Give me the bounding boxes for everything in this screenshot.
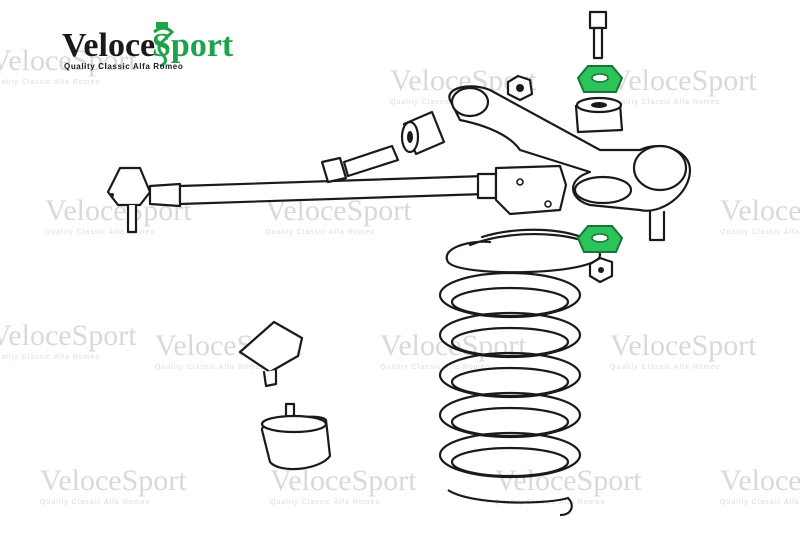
brand-logo: Veloce Sport Quality Classic Alfa Romeo <box>62 22 234 71</box>
upper-bush-washer <box>576 65 624 93</box>
lower-nut <box>588 256 614 284</box>
svg-text:VeloceSport: VeloceSport <box>0 319 137 352</box>
svg-text:Quality Classic Alfa Romeo: Quality Classic Alfa Romeo <box>265 229 375 236</box>
svg-text:VeloceSport: VeloceSport <box>495 464 642 497</box>
svg-text:Quality Classic Alfa Romeo: Quality Classic Alfa Romeo <box>64 62 183 71</box>
svg-text:Quality Classic Alfa Romeo: Quality Classic Alfa Romeo <box>720 499 800 506</box>
svg-text:Quality Classic Alfa Romeo: Quality Classic Alfa Romeo <box>720 229 800 236</box>
svg-text:Quality Classic Alfa Romeo: Quality Classic Alfa Romeo <box>380 364 490 371</box>
arm-bushing <box>400 110 446 156</box>
svg-text:Quality Classic Alfa Romeo: Quality Classic Alfa Romeo <box>610 364 720 371</box>
svg-text:Quality Classic Alfa Romeo: Quality Classic Alfa Romeo <box>45 229 155 236</box>
svg-text:Quality Classic Alfa Romeo: Quality Classic Alfa Romeo <box>0 354 100 361</box>
upper-arm <box>448 85 692 242</box>
svg-text:Veloce: Veloce <box>62 27 155 64</box>
svg-text:Quality Classic Alfa Romeo: Quality Classic Alfa Romeo <box>155 364 265 371</box>
svg-text:VeloceSport: VeloceSport <box>720 464 800 497</box>
svg-text:Quality Classic Alfa Romeo: Quality Classic Alfa Romeo <box>495 499 605 506</box>
svg-text:VeloceSport: VeloceSport <box>610 64 757 97</box>
svg-text:Quality Classic Alfa Romeo: Quality Classic Alfa Romeo <box>610 99 720 106</box>
svg-text:Quality Classic Alfa Romeo: Quality Classic Alfa Romeo <box>270 499 380 506</box>
svg-text:Quality Classic Alfa Romeo: Quality Classic Alfa Romeo <box>0 79 100 86</box>
svg-text:VeloceSport: VeloceSport <box>40 464 187 497</box>
tie-rod <box>106 164 568 234</box>
upper-spacer <box>574 96 624 134</box>
svg-text:VeloceSport: VeloceSport <box>720 194 800 227</box>
svg-text:VeloceSport: VeloceSport <box>0 44 137 77</box>
arm-bolt <box>320 144 400 184</box>
coil-spring <box>438 228 602 517</box>
top-bolt <box>588 10 608 60</box>
serpent-emblem-icon <box>153 22 175 68</box>
svg-text:Quality Classic Alfa Romeo: Quality Classic Alfa Romeo <box>390 99 500 106</box>
bump-stop-bracket <box>238 320 304 388</box>
svg-text:Quality Classic Alfa Romeo: Quality Classic Alfa Romeo <box>40 499 150 506</box>
lower-bush-washer <box>576 225 624 253</box>
lock-nut <box>506 74 534 102</box>
rubber-bump-stop <box>260 402 332 471</box>
svg-text:VeloceSport: VeloceSport <box>610 329 757 362</box>
